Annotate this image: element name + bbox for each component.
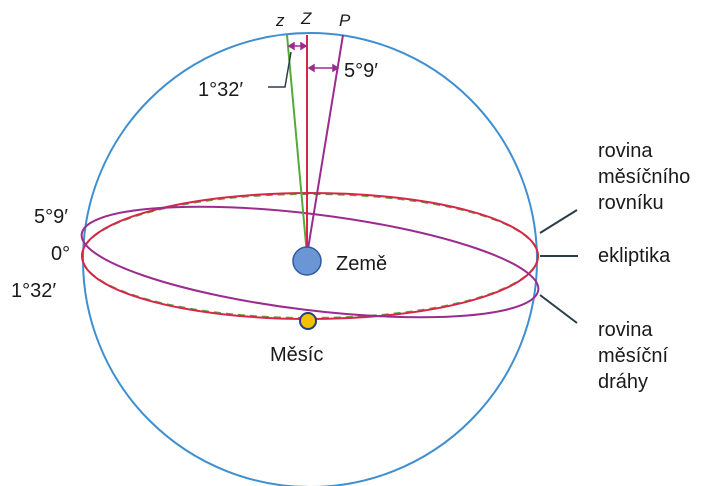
lunar-orbit-plane bbox=[80, 205, 540, 319]
label-lunar-orbit-1: rovina bbox=[598, 319, 653, 341]
label-lunar-equator-3: rovníku bbox=[598, 192, 664, 214]
axis-z bbox=[286, 34, 308, 256]
label-angle-1-32-top: 1°32′ bbox=[198, 79, 243, 101]
label-P: P bbox=[339, 11, 351, 30]
label-angle-5-9-side: 5°9′ bbox=[34, 206, 68, 228]
label-angle-1-32-side: 1°32′ bbox=[11, 280, 56, 302]
label-angle-5-9-top: 5°9′ bbox=[344, 60, 378, 82]
label-lunar-equator-1: rovina bbox=[598, 140, 653, 162]
axis-P bbox=[306, 34, 344, 256]
label-earth: Země bbox=[336, 253, 387, 275]
leader-lunar-equator bbox=[539, 209, 578, 234]
label-angle-0-side: 0° bbox=[51, 243, 70, 265]
label-lunar-orbit-2: měsíční bbox=[598, 345, 668, 367]
moon bbox=[299, 312, 317, 330]
label-ecliptic: ekliptika bbox=[598, 245, 671, 267]
earth bbox=[292, 246, 322, 276]
angle-arrow-1-32 bbox=[287, 41, 308, 51]
label-lunar-equator-2: měsíčního bbox=[598, 166, 690, 188]
leader-lunar-orbit bbox=[539, 294, 578, 324]
label-z: z bbox=[275, 11, 285, 30]
label-lunar-orbit-3: dráhy bbox=[598, 371, 648, 393]
label-Z: Z bbox=[300, 9, 312, 28]
label-moon: Měsíc bbox=[270, 344, 323, 366]
angle-arrow-5-9 bbox=[307, 63, 340, 73]
leader-1-32 bbox=[268, 51, 292, 88]
